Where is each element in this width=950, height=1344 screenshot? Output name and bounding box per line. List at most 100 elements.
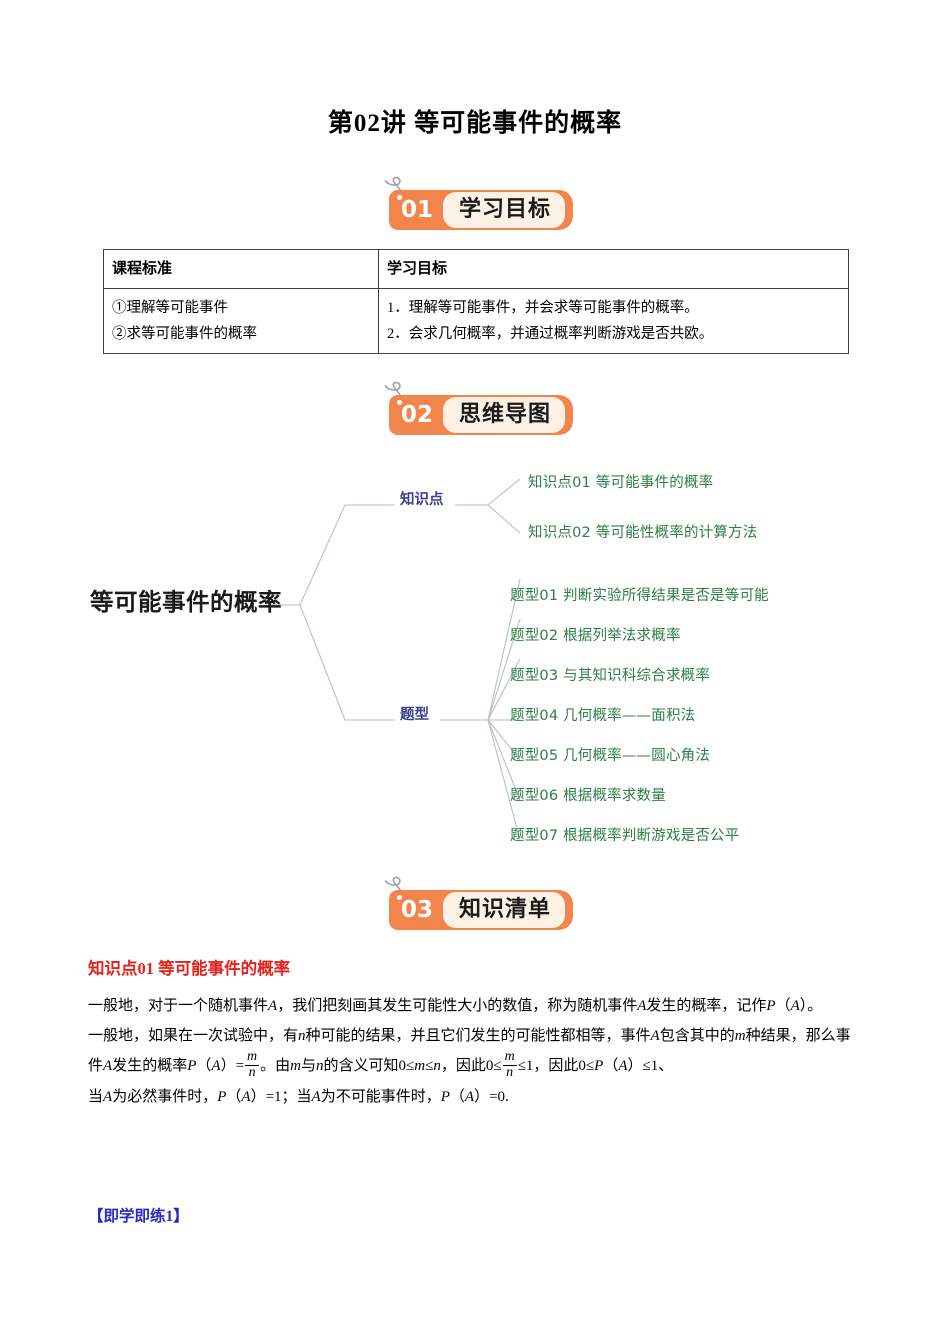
math-var: n	[298, 1028, 306, 1044]
text-run: （	[196, 1058, 212, 1074]
text-run: ≤1，因此0≤	[517, 1058, 595, 1074]
table-header-objective: 学习目标	[378, 249, 849, 289]
objective-item: 2．会求几何概率，并通过概率判断游戏是否共欧。	[387, 326, 714, 342]
text-run: 一般地，如果在一次试验中，有	[88, 1028, 299, 1044]
text-run: （	[226, 1088, 242, 1105]
banner-pin-dot	[397, 400, 402, 405]
mindmap-leaf: 知识点01 等可能事件的概率	[528, 475, 714, 491]
mindmap-branch-knowledge: 知识点	[400, 492, 444, 508]
text-run: （	[603, 1058, 619, 1074]
table-header-standard: 课程标准	[103, 249, 379, 289]
math-var: n	[433, 1058, 441, 1074]
banner-pill	[443, 397, 565, 433]
banner-label: 学习目标	[458, 197, 551, 222]
banner-number: 02	[401, 402, 434, 428]
banner-number: 03	[401, 897, 434, 923]
text-run: 包含其中的	[659, 1028, 735, 1044]
knowledge-paragraph-2: 一般地，如果在一次试验中，有n种可能的结果，并且它们发生的可能性都相等，事件A包…	[88, 1021, 864, 1082]
math-var: P	[766, 998, 776, 1014]
mindmap-leaf: 题型03 与其知识科综合求概率	[510, 668, 711, 684]
knowledge-paragraph-3: 当A为必然事件时，P（A）=1；当A为不可能事件时，P（A）=0.	[88, 1082, 864, 1112]
math-var: m	[734, 1028, 746, 1044]
section-banner-learning-goals: 01 学习目标	[0, 176, 950, 240]
math-var: n	[316, 1058, 324, 1074]
math-var: A	[650, 1028, 660, 1044]
fraction-denominator: n	[502, 1065, 517, 1081]
table-cell-objective: 1．理解等可能事件，并会求等可能事件的概率。 2．会求几何概率，并通过概率判断游…	[378, 288, 849, 354]
table-row: ①理解等可能事件 ②求等可能事件的概率 1．理解等可能事件，并会求等可能事件的概…	[103, 288, 849, 354]
fraction-numerator: m	[247, 1049, 258, 1065]
mindmap-center-node: 等可能事件的概率	[90, 588, 282, 616]
section-banner-knowledge-list: 03 知识清单	[0, 876, 950, 940]
text-run: ）=	[220, 1058, 245, 1074]
section-banner-mindmap: 02 思维导图	[0, 381, 950, 445]
standard-item: ①理解等可能事件	[112, 300, 228, 316]
clip-hook-icon	[384, 381, 404, 407]
text-run: 。由	[260, 1058, 291, 1074]
mindmap-leaf: 题型05 几何概率——圆心角法	[510, 748, 711, 764]
mindmap-leaf: 知识点02 等可能性概率的计算方法	[528, 525, 758, 541]
banner-pill	[443, 892, 565, 928]
text-run: 种结果，那么事件	[88, 1028, 851, 1074]
banner-pin-dot	[397, 895, 402, 900]
learning-goals-table: 课程标准 学习目标 ①理解等可能事件 ②求等可能事件的概率 1．理解等可能事件，…	[103, 249, 849, 354]
text-run: 为不可能事件时，	[320, 1088, 441, 1105]
mindmap-leaf: 题型02 根据列举法求概率	[510, 628, 681, 644]
clip-hook-icon	[384, 176, 404, 202]
math-var: P	[217, 1088, 227, 1105]
mindmap-connectors	[265, 478, 522, 841]
standard-item: ②求等可能事件的概率	[112, 326, 257, 342]
text-run: ）=0.	[474, 1088, 509, 1105]
mindmap-leaf: 题型06 根据概率求数量	[510, 788, 666, 804]
text-run: ）。	[799, 998, 823, 1014]
fraction-numerator: m	[504, 1049, 515, 1065]
math-var: P	[187, 1058, 197, 1074]
clip-hook-icon	[384, 876, 404, 902]
text-run: （	[449, 1088, 465, 1105]
mindmap-branch-question-types: 题型	[400, 707, 429, 723]
text-run: 的含义可知0≤	[323, 1058, 415, 1074]
mindmap-leaf: 题型04 几何概率——面积法	[510, 708, 696, 724]
table-cell-standard: ①理解等可能事件 ②求等可能事件的概率	[103, 288, 379, 354]
text-run: 与	[301, 1058, 317, 1074]
math-var: A	[618, 1058, 628, 1074]
math-var: P	[594, 1058, 604, 1074]
text-run: 当	[88, 1088, 104, 1105]
text-run: 一般地，对于一个随机事件	[88, 998, 269, 1014]
text-run: （	[775, 998, 791, 1014]
knowledge-paragraph-1: 一般地，对于一个随机事件A，我们把刻画其发生可能性大小的数值，称为随机事件A发生…	[88, 991, 864, 1021]
math-var: P	[440, 1088, 450, 1105]
math-var: A	[103, 1088, 113, 1105]
practice-label: 【即学即练1】	[88, 1208, 189, 1225]
text-run: ）=1；当	[250, 1088, 312, 1105]
text-run: ，我们把刻画其发生可能性大小的数值，称为随机事件	[277, 998, 638, 1014]
text-run: ，因此0≤	[440, 1058, 502, 1074]
math-var: A	[311, 1088, 321, 1105]
mindmap-leaf: 题型01 判断实验所得结果是否是等可能	[510, 588, 769, 604]
banner-pin-dot	[397, 195, 402, 200]
banner-pill	[443, 192, 565, 228]
math-var: A	[790, 998, 800, 1014]
text-run: 发生的概率，记作	[646, 998, 767, 1014]
mindmap: 等可能事件的概率 知识点 题型 知识点01 等可能事件的概率 知识点02 等可能…	[0, 448, 950, 868]
mindmap-leaf: 题型07 根据概率判断游戏是否公平	[510, 828, 740, 844]
math-var: A	[241, 1088, 251, 1105]
math-var: A	[637, 998, 647, 1014]
math-var: A	[211, 1058, 221, 1074]
knowledge-point-heading: 知识点01 等可能事件的概率	[88, 959, 291, 978]
text-run: 种可能的结果，并且它们发生的可能性都相等，事件	[305, 1028, 651, 1044]
page-title: 第02讲 等可能事件的概率	[327, 110, 623, 137]
banner-label: 思维导图	[458, 402, 551, 427]
math-var: A	[268, 998, 278, 1014]
banner-number: 01	[401, 197, 434, 223]
text-run: ）≤1、	[627, 1058, 674, 1074]
table-header-row: 课程标准 学习目标	[103, 249, 849, 289]
text-run: 为必然事件时，	[112, 1088, 218, 1105]
fraction-denominator: n	[245, 1065, 260, 1081]
knowledge-body: 一般地，对于一个随机事件A，我们把刻画其发生可能性大小的数值，称为随机事件A发生…	[88, 991, 864, 1112]
objective-item: 1．理解等可能事件，并会求等可能事件的概率。	[387, 300, 699, 316]
text-run: 发生的概率	[112, 1058, 188, 1074]
math-var: m	[290, 1058, 302, 1074]
